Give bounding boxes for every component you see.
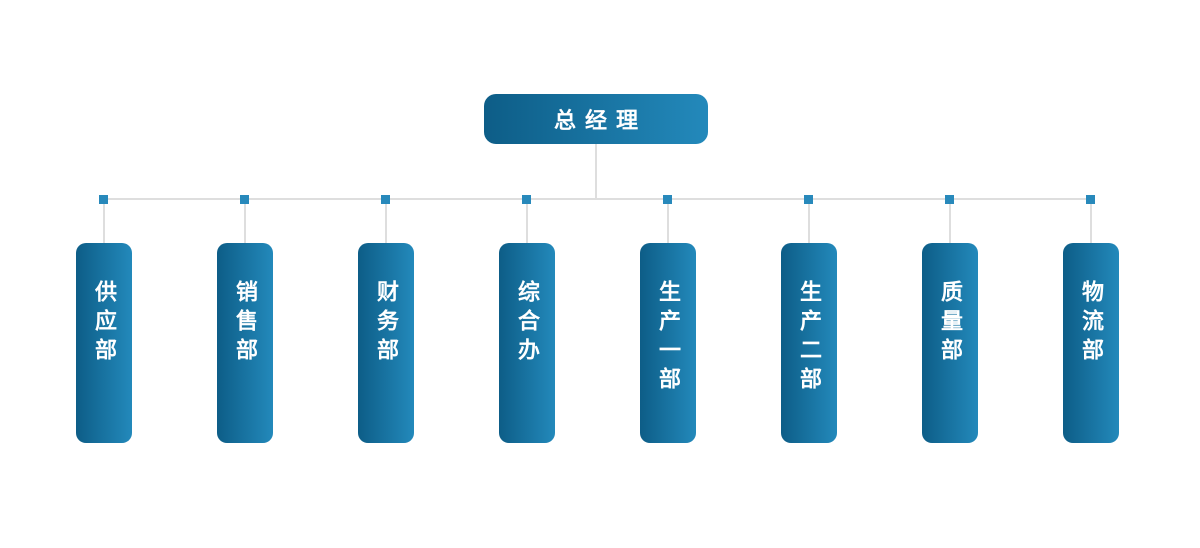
dept-node-label: 生产二部 [797, 280, 822, 396]
junction-square [240, 195, 249, 204]
junction-square [522, 195, 531, 204]
connector-line [949, 199, 951, 243]
horizontal-connector-line [104, 198, 1092, 200]
junction-square [945, 195, 954, 204]
dept-node-label: 综合办 [515, 280, 540, 367]
connector-line [385, 199, 387, 243]
connector-line [667, 199, 669, 243]
dept-node-label: 质量部 [938, 280, 963, 367]
connector-line [808, 199, 810, 243]
dept-node-quality: 质量部 [922, 243, 978, 443]
dept-node-production-1: 生产一部 [640, 243, 696, 443]
junction-square [663, 195, 672, 204]
dept-node-general-office: 综合办 [499, 243, 555, 443]
root-node-label: 总经理 [553, 108, 647, 133]
dept-node-label: 供应部 [92, 280, 117, 367]
dept-node-label: 生产一部 [656, 280, 681, 396]
junction-square [99, 195, 108, 204]
dept-node-sales: 销售部 [217, 243, 273, 443]
dept-node-supply: 供应部 [76, 243, 132, 443]
junction-square [381, 195, 390, 204]
dept-node-label: 物流部 [1079, 280, 1104, 367]
root-node-general-manager: 总经理 [484, 94, 708, 144]
connector-line [244, 199, 246, 243]
dept-node-logistics: 物流部 [1063, 243, 1119, 443]
dept-node-label: 财务部 [374, 280, 399, 367]
connector-line [526, 199, 528, 243]
connector-line [1090, 199, 1092, 243]
root-connector-line [595, 144, 597, 199]
dept-node-production-2: 生产二部 [781, 243, 837, 443]
connector-line [103, 199, 105, 243]
junction-square [804, 195, 813, 204]
junction-square [1086, 195, 1095, 204]
dept-node-label: 销售部 [233, 280, 258, 367]
dept-node-finance: 财务部 [358, 243, 414, 443]
